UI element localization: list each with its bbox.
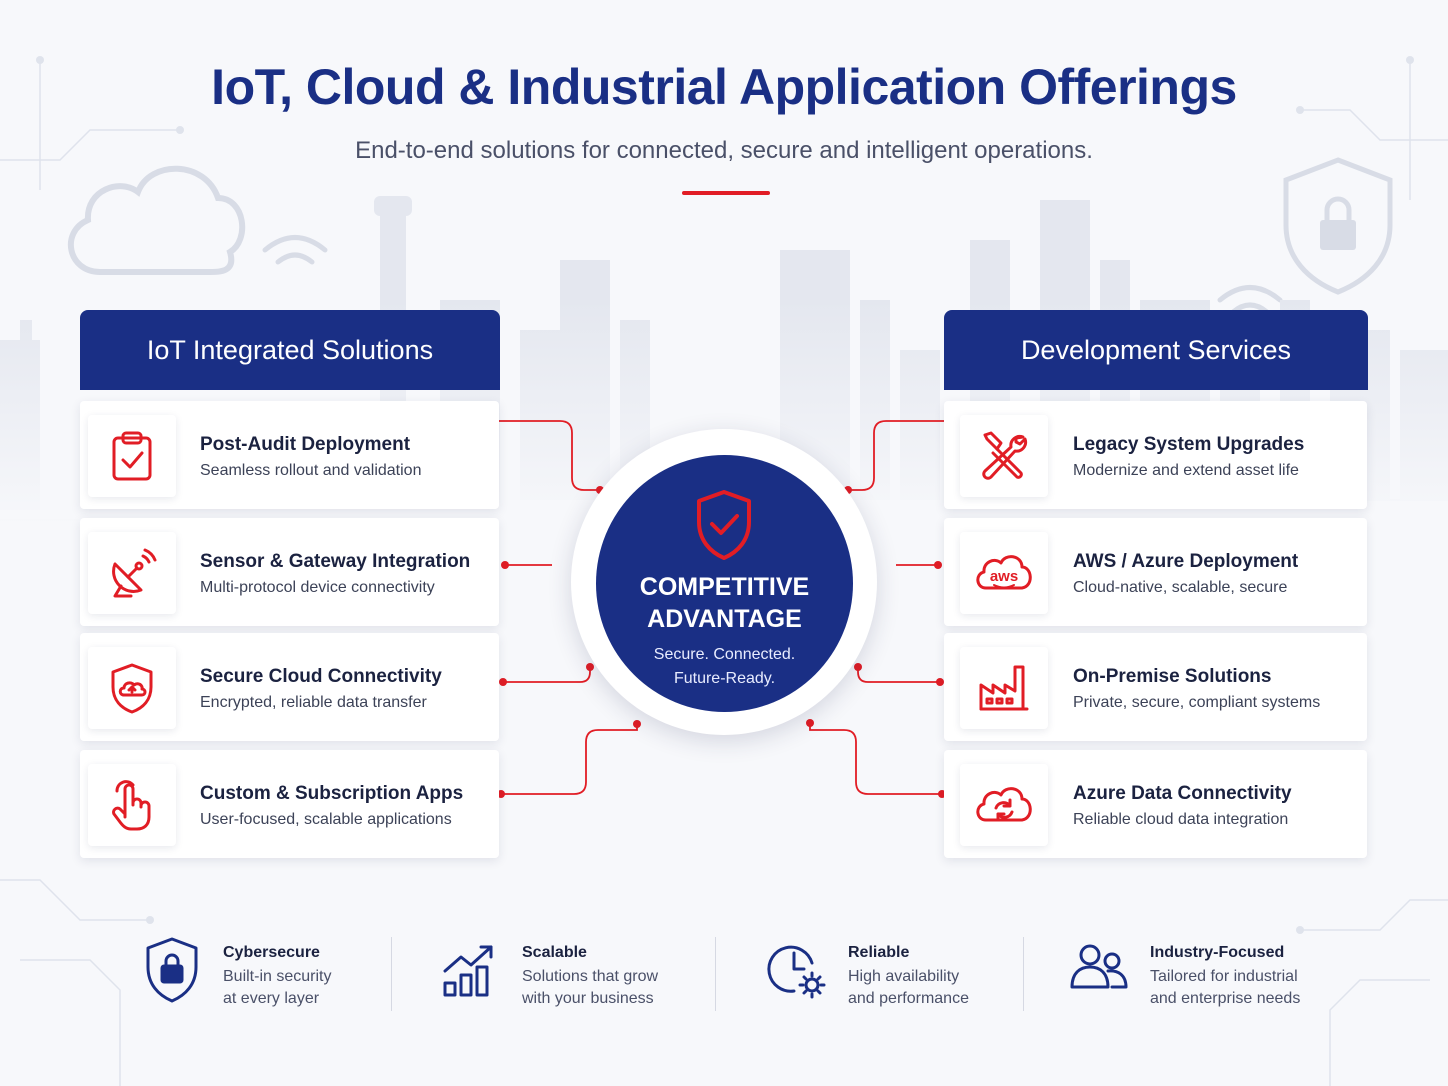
card-description: Private, secure, compliant systems xyxy=(1073,694,1321,711)
card-description: User-focused, scalable applications xyxy=(200,811,452,828)
cloud-sync-icon xyxy=(960,764,1048,846)
feature-cybersecure: Cybersecure Built-in security at every l… xyxy=(142,935,372,1015)
connector-left-3 xyxy=(503,667,591,683)
left-card-secure-cloud[interactable]: Secure Cloud Connectivity Encrypted, rel… xyxy=(80,633,499,741)
feature-title: Cybersecure xyxy=(223,944,320,961)
feature-scalable: Scalable Solutions that grow with your b… xyxy=(441,935,691,1015)
card-description: Modernize and extend asset life xyxy=(1073,462,1299,479)
left-panel-title: IoT Integrated Solutions xyxy=(146,334,434,365)
card-title: On-Premise Solutions xyxy=(1073,666,1272,687)
feature-line-1: High availability xyxy=(848,968,960,985)
card-description: Encrypted, reliable data transfer xyxy=(200,694,427,711)
users-icon xyxy=(1070,944,1128,989)
left-card-post-audit[interactable]: Post-Audit Deployment Seamless rollout a… xyxy=(80,401,499,509)
card-title: Post-Audit Deployment xyxy=(200,434,411,455)
page-subtitle: End-to-end solutions for connected, secu… xyxy=(355,137,1093,164)
card-description: Multi-protocol device connectivity xyxy=(200,579,435,596)
feature-line-2: and enterprise needs xyxy=(1150,990,1301,1007)
feature-line-1: Tailored for industrial xyxy=(1150,968,1298,985)
feature-line-2: with your business xyxy=(522,990,654,1007)
connector-right-4 xyxy=(809,724,942,795)
shield-cloud-icon xyxy=(88,647,176,729)
page-title: IoT, Cloud & Industrial Application Offe… xyxy=(211,59,1237,115)
right-card-azure-data[interactable]: Azure Data Connectivity Reliable cloud d… xyxy=(944,750,1367,858)
hub-subtitle: Secure. Connected. Future-Ready. xyxy=(653,646,796,687)
feature-reliable: Reliable High availability and performan… xyxy=(766,935,1006,1015)
feature-line-2: at every layer xyxy=(223,990,320,1007)
feature-line-2: and performance xyxy=(848,990,969,1007)
card-title: Azure Data Connectivity xyxy=(1073,783,1292,804)
card-title: AWS / Azure Deployment xyxy=(1073,551,1299,572)
card-description: Cloud-native, scalable, secure xyxy=(1073,579,1288,596)
connector-left-1 xyxy=(493,420,600,491)
aws-label: aws xyxy=(990,568,1018,585)
shield-lock-icon xyxy=(146,937,198,1003)
tools-icon xyxy=(960,415,1048,497)
feature-separator xyxy=(391,937,392,1011)
left-card-sensor-gateway[interactable]: Sensor & Gateway Integration Multi-proto… xyxy=(80,518,499,626)
right-card-legacy-upgrades[interactable]: Legacy System Upgrades Modernize and ext… xyxy=(944,401,1367,509)
feature-separator xyxy=(715,937,716,1011)
card-description: Seamless rollout and validation xyxy=(200,462,422,479)
connector-left-4 xyxy=(501,725,638,795)
pointer-hand-icon xyxy=(88,764,176,846)
feature-industry-focused: Industry-Focused Tailored for industrial… xyxy=(1068,935,1328,1015)
clipboard-check-icon xyxy=(88,415,176,497)
right-panel-title: Development Services xyxy=(1020,334,1292,365)
right-panel-header: Development Services xyxy=(944,310,1368,390)
hub-circle xyxy=(596,455,853,712)
connector-right-1 xyxy=(848,420,950,491)
factory-icon xyxy=(960,647,1048,729)
card-title: Secure Cloud Connectivity xyxy=(200,666,442,687)
left-panel-header: IoT Integrated Solutions xyxy=(80,310,500,390)
left-card-custom-apps[interactable]: Custom & Subscription Apps User-focused,… xyxy=(80,750,499,858)
card-description: Reliable cloud data integration xyxy=(1073,811,1289,828)
connector-right-3 xyxy=(857,667,940,683)
feature-title: Industry-Focused xyxy=(1150,944,1285,961)
card-title: Legacy System Upgrades xyxy=(1073,434,1305,455)
feature-title: Reliable xyxy=(848,944,910,961)
right-card-aws-azure[interactable]: aws AWS / Azure Deployment Cloud-native,… xyxy=(944,518,1367,626)
title-divider xyxy=(682,191,770,195)
feature-line-1: Built-in security xyxy=(223,968,332,985)
aws-cloud-icon: aws xyxy=(960,532,1048,614)
hub-title: COMPETITIVE ADVANTAGE xyxy=(639,573,810,633)
satellite-dish-icon xyxy=(88,532,176,614)
feature-line-1: Solutions that grow xyxy=(522,968,659,985)
right-card-on-premise[interactable]: On-Premise Solutions Private, secure, co… xyxy=(944,633,1367,741)
feature-separator xyxy=(1023,937,1024,1011)
card-title: Custom & Subscription Apps xyxy=(200,783,464,804)
clock-gear-icon xyxy=(767,945,826,999)
feature-title: Scalable xyxy=(522,944,587,961)
shield-check-icon xyxy=(697,490,751,560)
card-title: Sensor & Gateway Integration xyxy=(200,551,471,572)
growth-chart-icon xyxy=(443,945,493,997)
